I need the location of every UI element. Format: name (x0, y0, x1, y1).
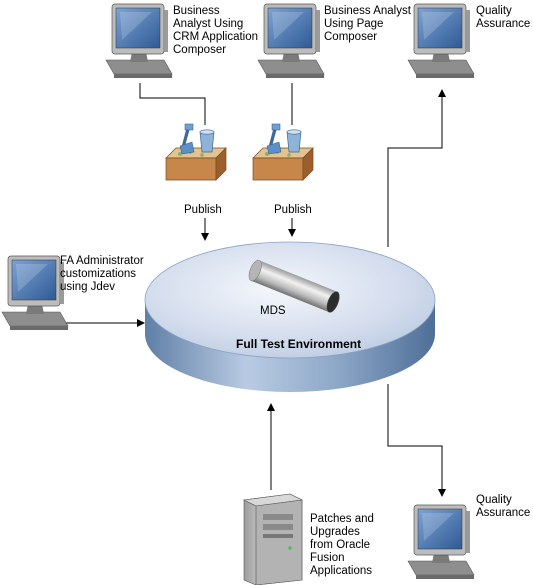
arrow-to-qa-bottom (387, 384, 446, 497)
server-icon (242, 493, 304, 585)
computer-icon-ba-page (257, 3, 325, 79)
sandbox-icon-1 (165, 123, 227, 181)
connectors (62, 83, 446, 497)
label-fa-admin: FA Administrator customizations using Jd… (60, 255, 144, 293)
label-publish-1: Publish (184, 204, 222, 216)
computer-icon-qa-bottom (407, 504, 475, 580)
label-full-test-environment: Full Test Environment (236, 337, 362, 351)
computer-icon-fa-admin (1, 255, 69, 331)
label-publish-2: Publish (274, 204, 312, 216)
computer-icon-ba-crm (105, 3, 173, 79)
mds-cylinder-icon (248, 259, 340, 313)
label-qa-bottom: Quality Assurance (476, 494, 531, 519)
label-ba-page: Business Analyst Using Page Composer (324, 5, 411, 43)
label-patches: Patches and Upgrades from Oracle Fusion … (310, 513, 374, 577)
sandbox-icon-2 (252, 123, 314, 181)
label-qa-top: Quality Assurance (476, 5, 531, 30)
computer-icon-qa-top (407, 3, 475, 79)
label-mds: MDS (260, 305, 286, 317)
connector-ba-crm-to-sandbox (139, 83, 206, 125)
full-test-environment-disk (144, 241, 436, 392)
label-ba-crm: Business Analyst Using CRM Application C… (173, 5, 259, 56)
arrow-to-qa-top (387, 89, 446, 247)
